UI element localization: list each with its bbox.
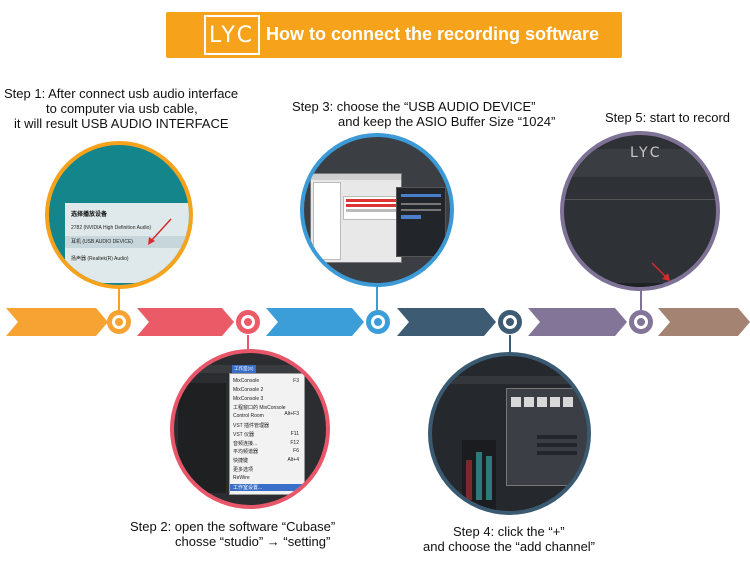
menu-item-shortcut: F11 bbox=[290, 430, 299, 437]
menu-item-shortcut: F6 bbox=[293, 448, 299, 455]
menu-item-label: VST 插件管理器 bbox=[233, 423, 270, 429]
track-panel bbox=[178, 383, 226, 493]
step2-line2: chosse “studio” → “setting” bbox=[175, 534, 331, 549]
device-setup-window bbox=[310, 173, 402, 263]
menu-item[interactable]: MixConsole F3 bbox=[230, 378, 302, 384]
menu-item[interactable]: VST 仪器 F11 bbox=[230, 431, 302, 438]
step3-line1: Step 3: choose the “USB AUDIO DEVICE” bbox=[292, 99, 536, 114]
menu-item[interactable]: 更多选项 bbox=[230, 466, 302, 473]
menu-item-shortcut: Alt+F3 bbox=[284, 411, 299, 418]
menu-item-shortcut: F3 bbox=[293, 378, 299, 384]
timeline-arrow-1 bbox=[6, 308, 108, 336]
setup-titlebar bbox=[311, 174, 401, 180]
step1-line1: Step 1: After connect usb audio interfac… bbox=[4, 86, 239, 101]
menu-item-label: Control Room bbox=[233, 413, 264, 420]
device-item-1[interactable]: 2782 (NVIDIA High Definition Audio) bbox=[71, 225, 152, 231]
banner-title: How to connect the recording software bbox=[266, 24, 600, 44]
menu-item[interactable]: Control Room bbox=[230, 413, 302, 419]
step2-caption: Step 2: open the software “Cubase” choss… bbox=[130, 519, 335, 549]
step5-screenshot: LYC bbox=[560, 131, 720, 291]
timeline bbox=[6, 308, 750, 336]
menu-item-shortcut: F12 bbox=[290, 439, 299, 446]
timeline-node-3 bbox=[366, 310, 390, 334]
asio-panel bbox=[396, 187, 446, 257]
timeline-node-2 bbox=[236, 310, 260, 334]
device-item-2[interactable]: 耳机 (USB AUDIO DEVICE) bbox=[65, 236, 189, 248]
menu-item-label: MixConsole 3 bbox=[233, 395, 264, 402]
chevron-down-icon: ⌄ bbox=[189, 207, 193, 215]
step2-line1: Step 2: open the software “Cubase” bbox=[130, 519, 336, 534]
menu-item[interactable]: 音频连接... F12 bbox=[230, 440, 302, 447]
menu-item-shortcut: Alt+4 bbox=[287, 457, 299, 464]
add-track-dialog bbox=[506, 388, 587, 486]
timeline-node-4 bbox=[498, 310, 522, 334]
ports-table bbox=[343, 196, 399, 220]
timeline-arrow-4 bbox=[397, 308, 496, 336]
device-item-3[interactable]: 扬声器 (Realtek(R) Audio) bbox=[71, 256, 129, 262]
timeline-node-5 bbox=[629, 310, 653, 334]
menu-bar: 工作室(S) bbox=[174, 365, 326, 373]
step1-line2: to computer via usb cable, bbox=[46, 101, 198, 116]
menu-item-label: 工作室设置... bbox=[233, 484, 263, 491]
step3-line2: and keep the ASIO Buffer Size “1024” bbox=[338, 114, 556, 129]
step4-screenshot bbox=[428, 352, 591, 515]
setup-list bbox=[313, 182, 341, 260]
menu-item-label: ReWire bbox=[233, 474, 250, 481]
menu-item[interactable]: 快捷键 Alt+4 bbox=[230, 457, 302, 464]
timeline-arrow-5 bbox=[528, 308, 627, 336]
step1-screenshot: 选择播放设备 ⌄ 2782 (NVIDIA High Definition Au… bbox=[45, 141, 193, 289]
step1-caption: Step 1: After connect usb audio interfac… bbox=[4, 86, 238, 131]
menu-item-label: MixConsole bbox=[233, 378, 260, 384]
timeline-node-1 bbox=[107, 310, 131, 334]
track-header bbox=[564, 149, 716, 177]
cubase-toolbar bbox=[432, 376, 587, 384]
menu-item[interactable]: 平均频谱器 F6 bbox=[230, 448, 302, 455]
menu-item-label: VST 仪器 bbox=[233, 431, 255, 438]
timeline-arrow-3 bbox=[266, 308, 364, 336]
menu-item-label: 更多选项 bbox=[233, 467, 254, 473]
menu-item[interactable]: MixConsole 3 bbox=[230, 396, 302, 402]
step3-screenshot bbox=[300, 133, 454, 287]
lyc-watermark: LYC bbox=[630, 145, 663, 161]
studio-menu-tab[interactable]: 工作室(S) bbox=[232, 365, 256, 373]
step5-line1: Step 5: start to record bbox=[605, 110, 731, 125]
menu-item-label: 工程窗口的 MixConsole bbox=[233, 405, 286, 412]
transport-bar bbox=[564, 283, 716, 287]
menu-item-label: 平均频谱器 bbox=[233, 449, 259, 456]
menu-item[interactable]: MixConsole 2 bbox=[230, 387, 302, 393]
menu-item-label: 快捷键 bbox=[233, 458, 249, 465]
red-arrow-icon bbox=[148, 218, 172, 245]
menu-item-label: MixConsole 2 bbox=[233, 386, 264, 393]
menu-item[interactable]: 工作室设置... bbox=[230, 483, 302, 491]
lyc-logo: LYC bbox=[204, 15, 260, 55]
red-arrow-icon bbox=[651, 262, 670, 281]
step5-caption: Step 5: start to record bbox=[605, 110, 730, 125]
track-type-icons bbox=[511, 397, 585, 409]
step1-line3: it will result USB AUDIO INTERFACE bbox=[14, 116, 229, 131]
step4-line1: Step 4: click the “+” bbox=[453, 524, 565, 539]
step3-caption: Step 3: choose the “USB AUDIO DEVICE” an… bbox=[292, 99, 555, 129]
menu-item[interactable]: VST 插件管理器 bbox=[230, 422, 302, 429]
mixer-strip bbox=[462, 440, 496, 510]
timeline-arrow-6 bbox=[658, 308, 750, 336]
timeline-arrow-2 bbox=[137, 308, 234, 336]
step4-line2: and choose the “add channel” bbox=[423, 539, 596, 554]
menu-item-label: 音频连接... bbox=[233, 440, 258, 447]
title-banner: LYC How to connect the recording softwar… bbox=[166, 12, 622, 58]
device-list-header: 选择播放设备 bbox=[71, 212, 108, 218]
step4-caption: Step 4: click the “+” and choose the “ad… bbox=[423, 524, 595, 554]
menu-item[interactable]: ReWire bbox=[230, 475, 302, 481]
device-list-panel: 选择播放设备 ⌄ 2782 (NVIDIA High Definition Au… bbox=[65, 203, 193, 283]
